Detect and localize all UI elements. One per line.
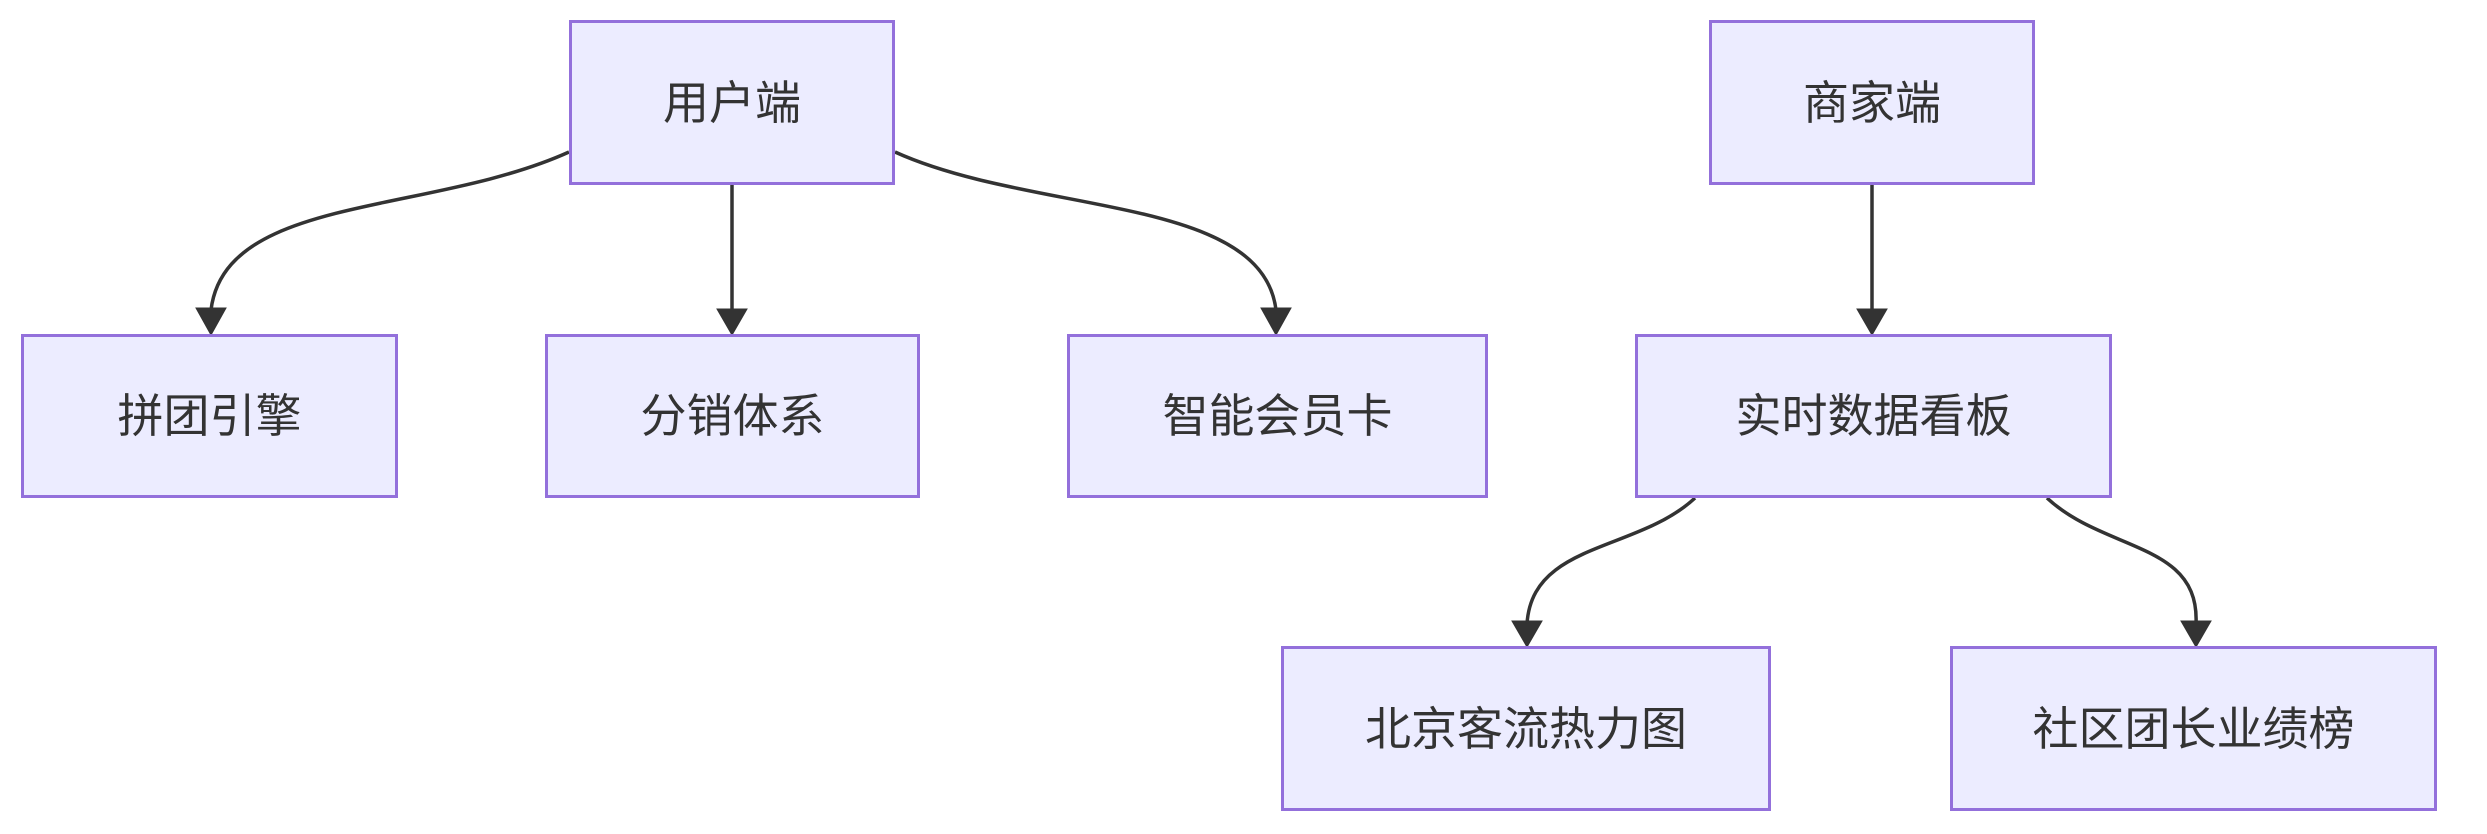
node-distribution-system-label: 分销体系	[640, 390, 825, 442]
node-merchant-client-label: 商家端	[1803, 76, 1941, 129]
node-smart-membership-card: 智能会员卡	[1067, 334, 1488, 498]
node-beijing-heatmap-label: 北京客流热力图	[1365, 702, 1687, 755]
node-realtime-dashboard-label: 实时数据看板	[1735, 390, 2012, 442]
edge-user-to-distribution	[716, 185, 748, 337]
arrowhead-user-to-membership	[1260, 307, 1292, 337]
node-distribution-system: 分销体系	[545, 334, 920, 498]
node-realtime-dashboard: 实时数据看板	[1635, 334, 2112, 498]
node-user-client: 用户端	[569, 20, 895, 185]
node-groupbuy-engine: 拼团引擎	[21, 334, 398, 498]
arrowhead-dashboard-to-heatmap	[1511, 620, 1543, 649]
arrowhead-merchant-to-dashboard	[1856, 308, 1888, 337]
arrowhead-user-to-distribution	[716, 308, 748, 337]
edge-dashboard-to-ranking	[2045, 496, 2212, 649]
node-community-leader-ranking: 社区团长业绩榜	[1950, 646, 2437, 811]
arrowhead-dashboard-to-ranking	[2180, 620, 2212, 649]
edge-dashboard-to-heatmap	[1511, 496, 1697, 649]
node-beijing-heatmap: 北京客流热力图	[1281, 646, 1771, 811]
edge-user-to-membership	[894, 150, 1292, 337]
edge-user-to-groupbuy	[195, 150, 570, 337]
node-user-client-label: 用户端	[663, 76, 801, 129]
arrowhead-user-to-groupbuy	[195, 307, 227, 337]
node-community-leader-ranking-label: 社区团长业绩榜	[2032, 702, 2355, 755]
node-smart-membership-card-label: 智能会员卡	[1162, 390, 1393, 442]
edge-merchant-to-dashboard	[1856, 185, 1888, 337]
node-groupbuy-engine-label: 拼团引擎	[117, 390, 302, 442]
node-merchant-client: 商家端	[1709, 20, 2035, 185]
